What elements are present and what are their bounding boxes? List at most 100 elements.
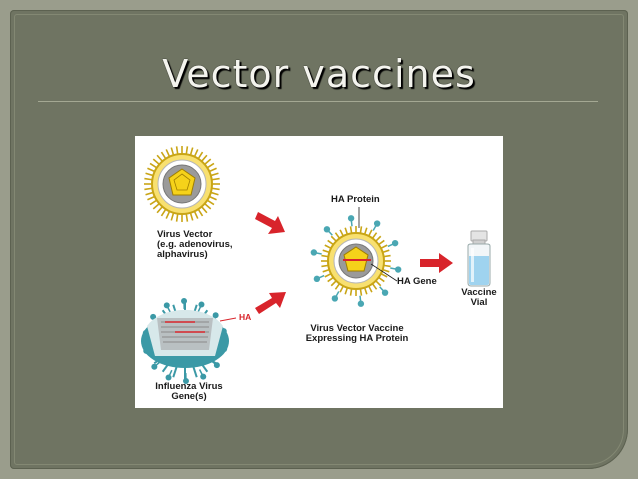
surface-spike — [145, 172, 154, 177]
surface-spike — [382, 268, 390, 273]
surface-spike — [339, 285, 345, 293]
surface-spike — [210, 191, 219, 196]
surface-spike — [149, 199, 158, 206]
surface-spike — [152, 158, 160, 165]
surface-spike — [201, 154, 208, 162]
diagram-graphic — [141, 146, 491, 384]
surface-spike — [208, 195, 217, 201]
surface-spike — [144, 177, 153, 181]
surface-spike — [170, 147, 175, 156]
arrow-vector-to-vaccine — [255, 212, 285, 234]
influenza-label-line-2: Gene(s) — [171, 391, 207, 402]
surface-spike — [367, 285, 373, 293]
surface-spike — [175, 146, 179, 155]
ha-spike-head — [182, 377, 189, 384]
surface-spike — [156, 206, 163, 214]
vector-vaccine-label: Virus Vector Vaccine Expressing HA Prote… — [295, 324, 419, 344]
ha-spike-head — [381, 289, 389, 296]
influenza-virus-illustration — [141, 298, 237, 384]
ha-spike-head — [213, 362, 220, 369]
surface-spike — [327, 276, 334, 283]
surface-spike — [382, 249, 390, 254]
ha-spike-head — [357, 300, 365, 307]
surface-spike — [185, 213, 189, 222]
surface-spike — [156, 154, 163, 162]
surface-spike — [383, 254, 391, 258]
influenza-virus-label: Influenza Virus Gene(s) — [143, 382, 235, 402]
surface-spike — [165, 149, 171, 158]
surface-spike — [204, 158, 212, 165]
surface-spike — [363, 227, 368, 235]
virus-vector-illustration — [144, 146, 220, 222]
surface-spike — [367, 229, 373, 237]
surface-spike — [330, 235, 337, 242]
ha-spike-head — [151, 363, 158, 370]
ha-spike-head — [150, 313, 157, 320]
virus-vector-label-line-1: Virus Vector — [157, 229, 213, 240]
ha-tag: HA — [239, 312, 252, 322]
surface-spike — [324, 272, 332, 278]
ha-spike-head — [323, 226, 331, 233]
surface-spike — [383, 264, 391, 268]
surface-spike — [165, 210, 171, 219]
surface-spike — [371, 232, 378, 239]
ha-spike-head — [373, 220, 381, 227]
surface-spike — [206, 162, 215, 169]
surface-spike — [185, 146, 189, 155]
ha-spike-head — [212, 312, 219, 319]
surface-spike — [375, 280, 382, 287]
surface-spike — [359, 288, 363, 296]
influenza-label-line-1: Influenza Virus — [155, 381, 223, 392]
ha-spike-head — [391, 239, 399, 247]
surface-spike — [344, 227, 349, 235]
ha-spike-head — [165, 374, 172, 381]
vaccine-label-line-1: Virus Vector Vaccine — [310, 323, 404, 334]
surface-spike — [197, 208, 204, 217]
slide: Vector vaccines — [10, 10, 628, 469]
surface-spike — [152, 203, 160, 210]
vaccine-vial-label: Vaccine Vial — [457, 288, 501, 308]
surface-spike — [371, 283, 378, 290]
surface-spike — [160, 151, 167, 160]
surface-spike — [334, 232, 341, 239]
vial-label-line-1: Vaccine — [461, 287, 497, 298]
surface-spike — [201, 206, 208, 214]
vaccine-label-line-2: Expressing HA Protein — [305, 333, 409, 344]
ha-spike-head — [347, 215, 355, 222]
surface-spike — [380, 244, 388, 250]
ha-spike-head — [310, 249, 318, 256]
ha-gene-label: HA Gene — [397, 276, 437, 287]
title-divider — [38, 101, 598, 102]
surface-spike — [380, 272, 388, 278]
vial-label-line-2: Vial — [470, 297, 488, 308]
vector-vaccine-diagram: Virus Vector (e.g. adenovirus, alphaviru… — [135, 136, 503, 408]
vector-vaccine-illustration — [310, 207, 402, 307]
surface-spike — [149, 162, 158, 169]
surface-spike — [327, 239, 334, 246]
surface-spike — [378, 239, 385, 246]
surface-spike — [204, 203, 212, 210]
surface-spike — [330, 280, 337, 287]
surface-spike — [324, 244, 332, 250]
surface-spike — [144, 187, 153, 191]
slide-title: Vector vaccines — [162, 52, 476, 96]
surface-spike — [170, 212, 175, 221]
arrow-vaccine-to-vial — [420, 253, 453, 273]
ha-spike-head — [163, 302, 170, 309]
surface-spike — [175, 213, 179, 222]
surface-spike — [349, 226, 353, 234]
vaccine-vial-illustration — [467, 230, 491, 287]
surface-spike — [189, 147, 194, 156]
surface-spike — [147, 167, 156, 173]
surface-spike — [321, 254, 329, 258]
surface-spike — [334, 283, 341, 290]
virus-vector-label: Virus Vector (e.g. adenovirus, alphaviru… — [157, 230, 233, 260]
surface-spike — [147, 195, 156, 201]
surface-spike — [193, 210, 199, 219]
surface-spike — [322, 249, 330, 254]
surface-spike — [206, 199, 215, 206]
surface-spike — [322, 268, 330, 273]
surface-spike — [359, 226, 363, 234]
ha-spike-head — [331, 295, 339, 302]
surface-spike — [339, 229, 345, 237]
